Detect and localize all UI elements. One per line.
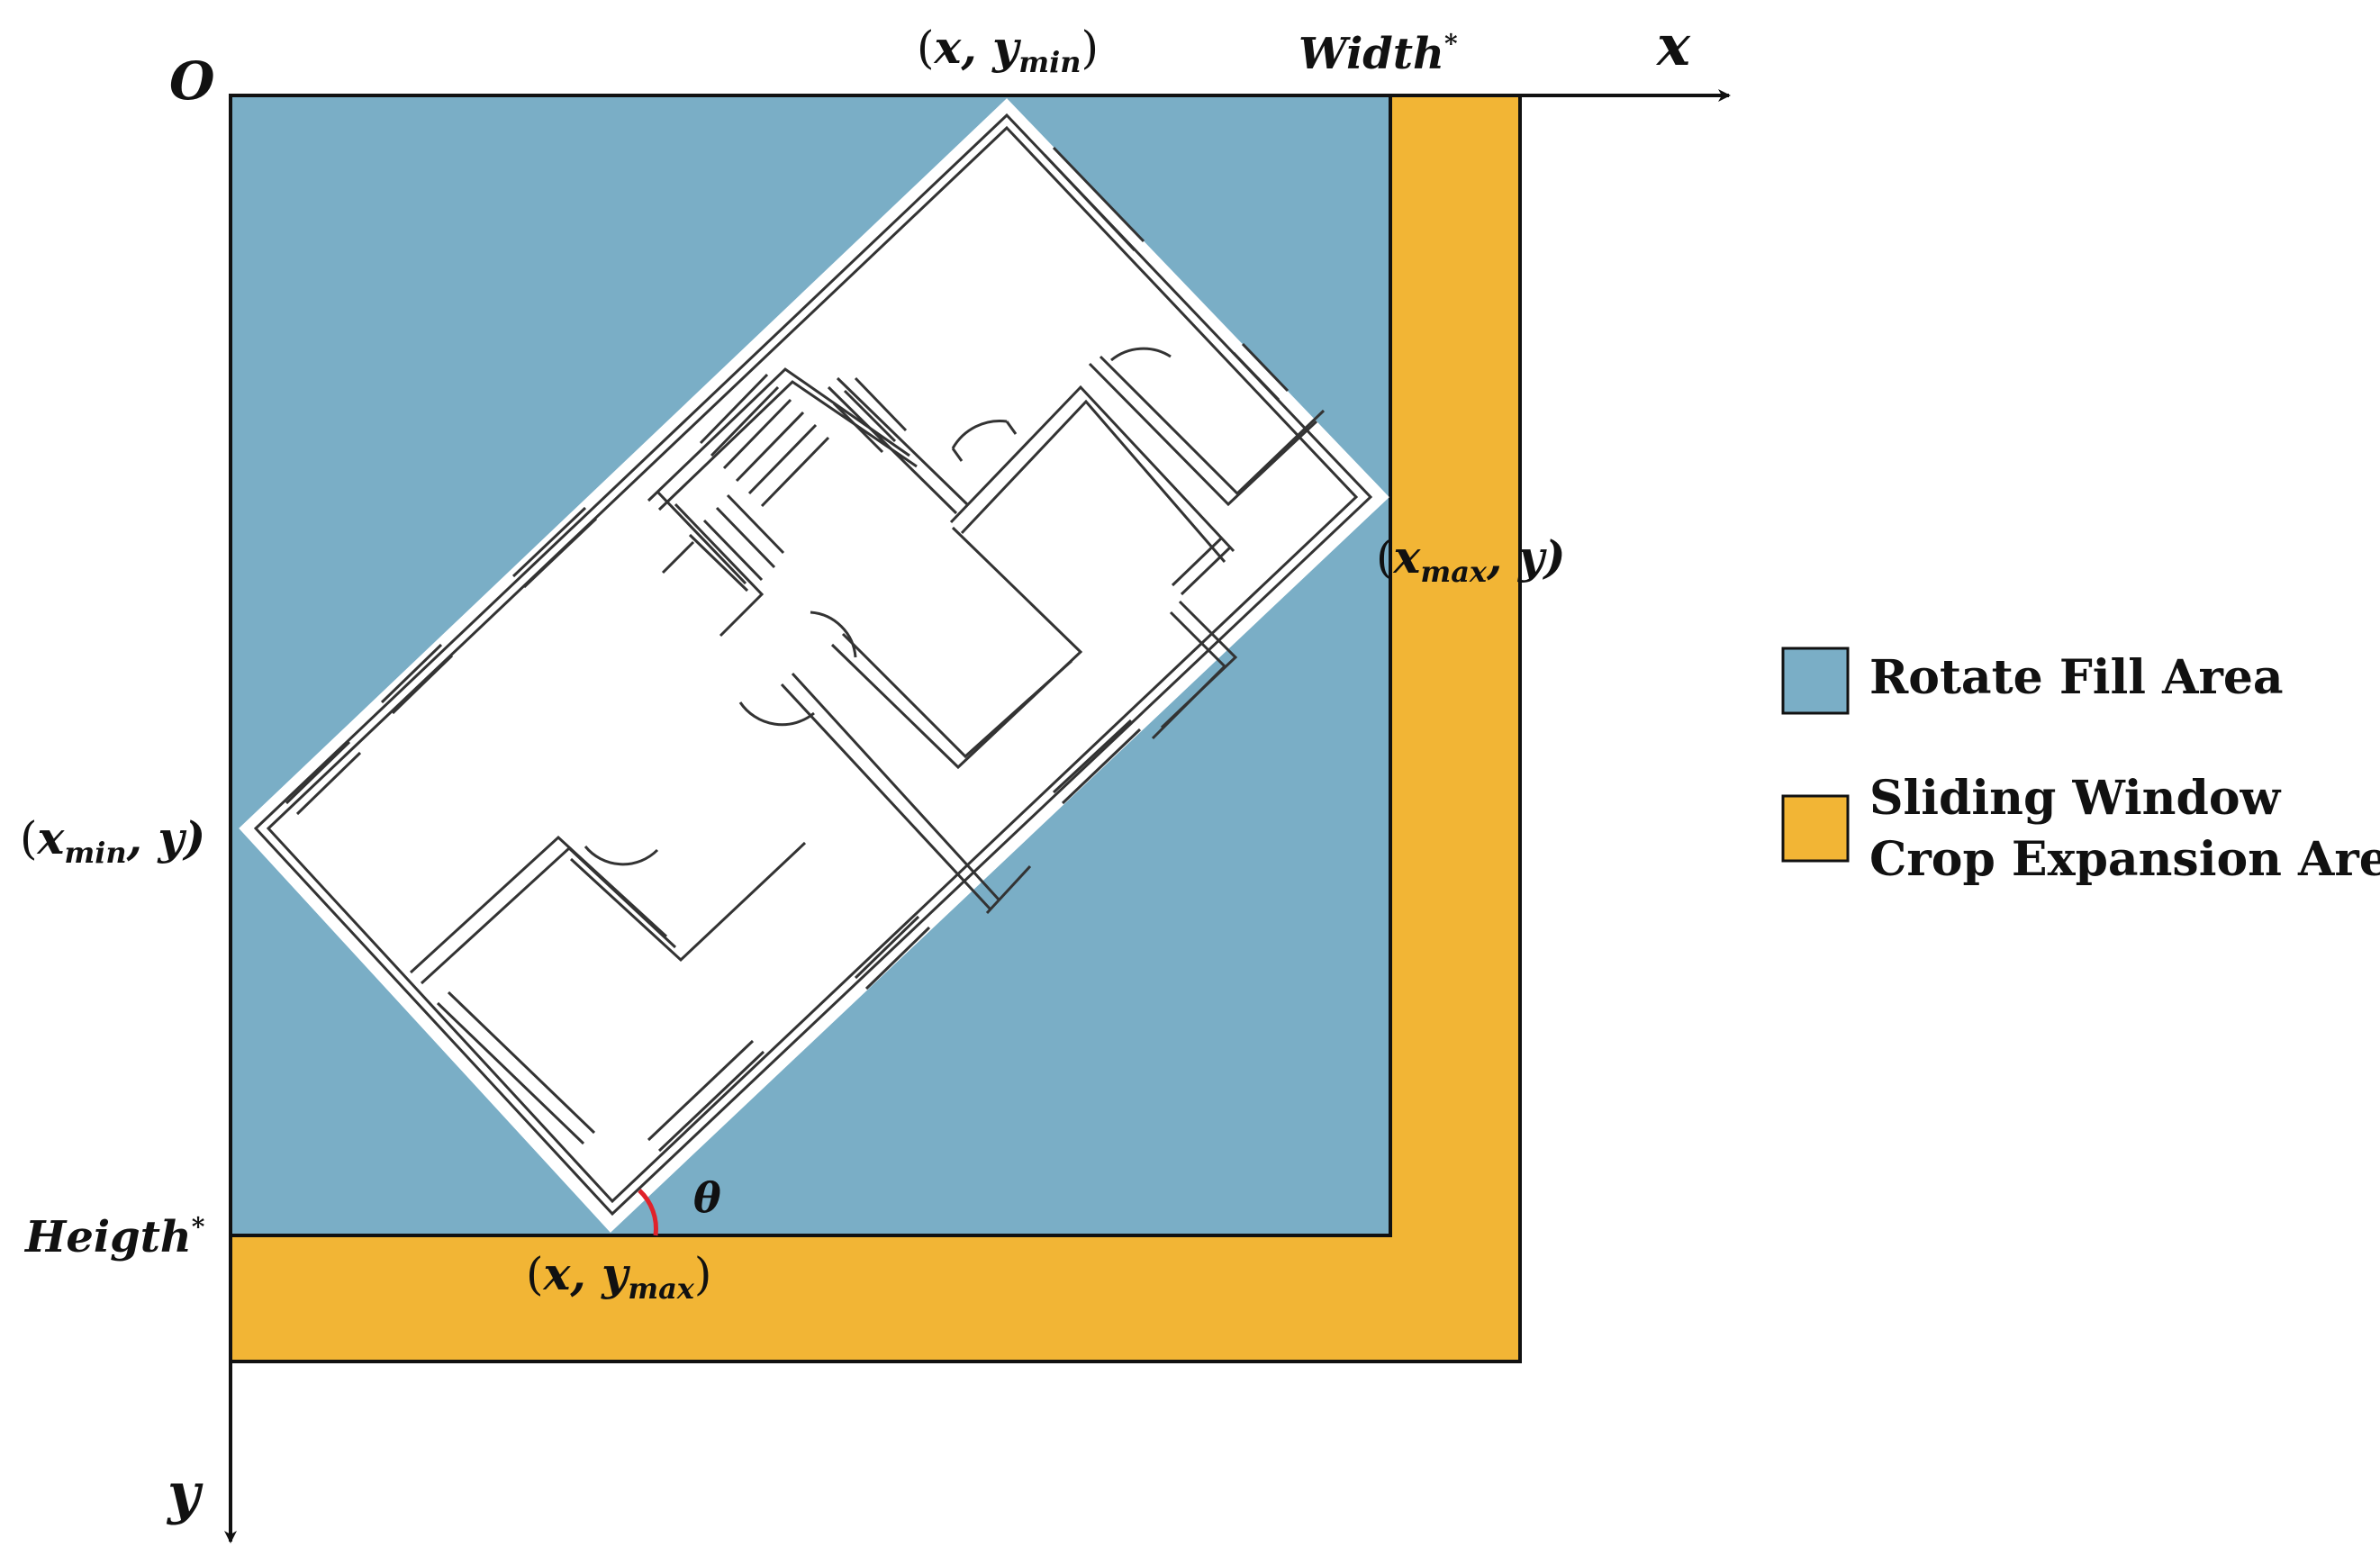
point-label-left: (xmin, y) — [20, 811, 205, 870]
angle-label: θ — [693, 1173, 721, 1222]
point-right-var: x — [1393, 530, 1422, 583]
point-top-open: ( — [917, 22, 935, 74]
point-label-bottom: (x, ymax) — [526, 1247, 711, 1306]
windows — [285, 146, 1290, 1153]
width-label-text: Width — [1299, 29, 1444, 79]
point-bottom-open: ( — [526, 1248, 544, 1300]
legend: Rotate Fill Area Sliding Window Crop Exp… — [1781, 647, 2380, 887]
point-right-sub: max — [1420, 555, 1488, 589]
point-bottom-close: ) — [694, 1248, 712, 1300]
staircase — [688, 373, 908, 593]
point-label-top: (x, ymin) — [917, 21, 1099, 79]
door-swings — [584, 347, 1172, 866]
legend-crop-expansion-label-line2: Crop Expansion Area — [1869, 832, 2380, 887]
width-label: Width* — [1299, 29, 1458, 79]
angle-arc — [638, 1189, 658, 1236]
width-label-sup: * — [1444, 29, 1458, 59]
height-label: Heigth* — [23, 1212, 205, 1262]
x-axis-label: x — [1655, 13, 1691, 78]
floor-plan-inner-wall — [266, 125, 1359, 1204]
legend-crop-expansion-label-line1: Sliding Window — [1869, 771, 2282, 826]
floor-plan-outline — [239, 98, 1389, 1233]
point-right-rest: , y) — [1486, 530, 1566, 583]
interior-walls — [409, 355, 1326, 1145]
rotated-floor-plan — [239, 98, 1389, 1233]
point-bottom-sub: max — [628, 1271, 695, 1306]
legend-rotate-fill-label: Rotate Fill Area — [1869, 650, 2284, 705]
height-label-text: Heigth — [23, 1212, 192, 1262]
point-right-open: ( — [1376, 531, 1394, 583]
point-bottom-var: x, y — [543, 1247, 631, 1300]
point-left-rest: , y) — [126, 811, 206, 864]
point-top-close: ) — [1081, 22, 1099, 74]
point-left-var: x — [37, 811, 66, 864]
legend-rotate-fill-swatch — [1781, 647, 1850, 715]
height-label-sup: * — [192, 1212, 205, 1242]
point-left-open: ( — [20, 812, 38, 864]
point-left-sub: min — [64, 836, 126, 870]
origin-label: O — [169, 50, 215, 112]
point-label-right: (xmax, y) — [1376, 530, 1566, 589]
legend-crop-expansion-swatch — [1781, 794, 1850, 863]
y-axis-label: y — [166, 1461, 204, 1526]
point-top-var: x, y — [934, 21, 1022, 74]
point-top-sub: min — [1018, 45, 1081, 79]
